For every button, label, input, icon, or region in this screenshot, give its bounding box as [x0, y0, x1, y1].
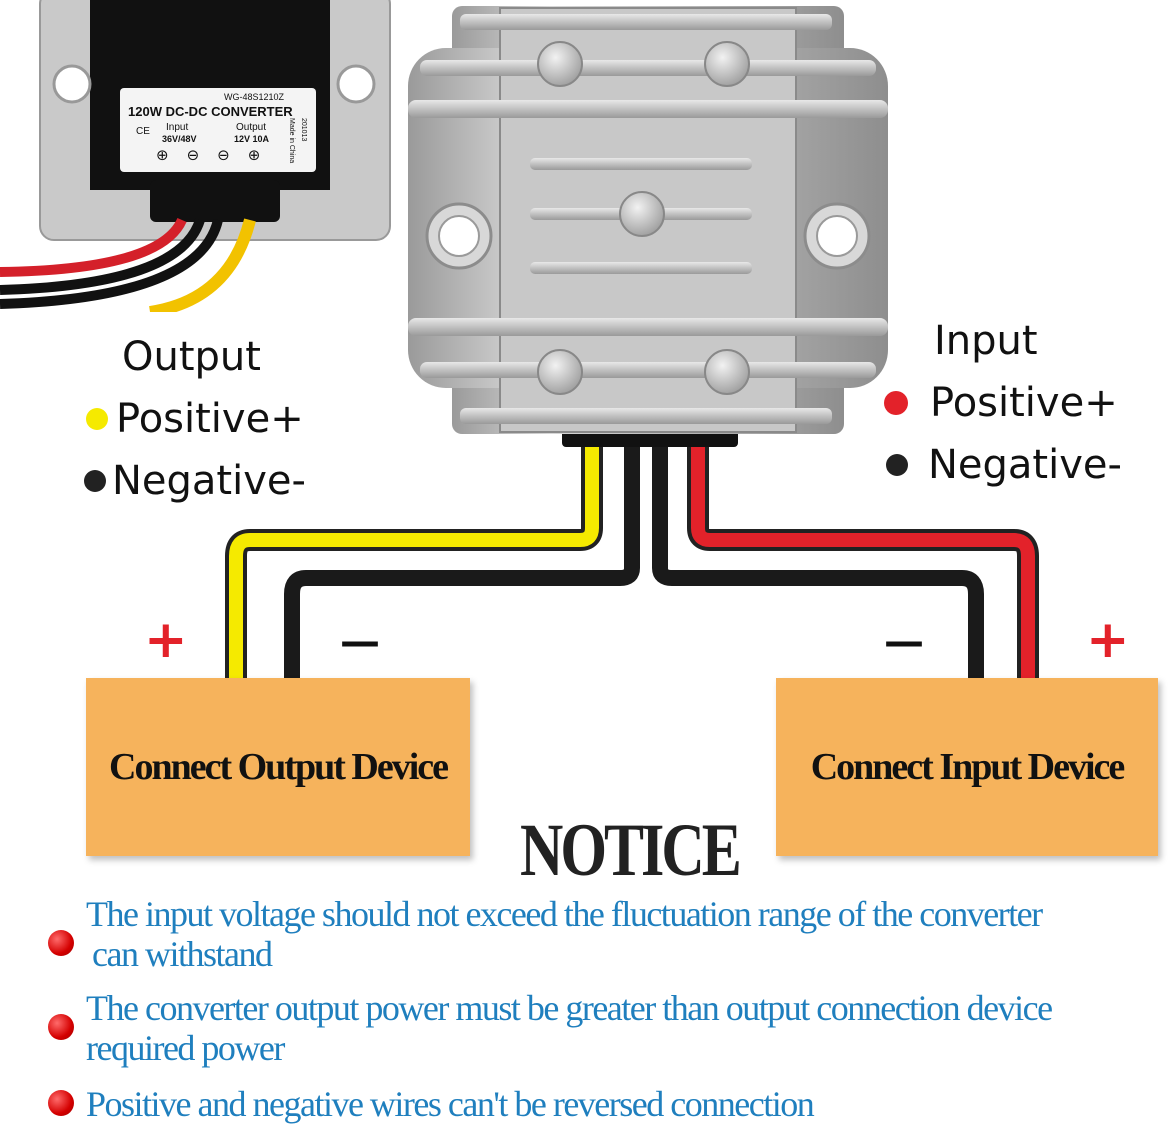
- output-device-label: Connect Output Device: [109, 746, 449, 788]
- output-legend-title: Output: [122, 334, 261, 380]
- notice-item-2-line-2: required power: [86, 1028, 285, 1068]
- output-device-box: Connect Output Device: [86, 678, 470, 856]
- red-dot-icon: [884, 391, 908, 415]
- output-positive-label: Positive+: [116, 396, 304, 442]
- input-device-box: Connect Input Device: [776, 678, 1158, 856]
- wire-output-positive: [225, 440, 603, 680]
- wire-input-positive: [687, 440, 1039, 680]
- wire-output-negative: [284, 440, 640, 680]
- red-bullet-icon: [48, 1090, 74, 1116]
- notice-item-1: The input voltage should not exceed the …: [48, 894, 1168, 974]
- input-legend-title: Input: [934, 318, 1038, 364]
- black-dot-icon: [886, 454, 908, 476]
- inset-label-input: Input: [166, 122, 189, 133]
- output-legend-positive: Positive+: [86, 396, 304, 442]
- input-legend-positive: Positive+: [884, 380, 1118, 426]
- red-bullet-icon: [48, 1014, 74, 1040]
- inset-product-photo: WG-48S1210Z 120W DC-DC CONVERTER CE Inpu…: [0, 0, 392, 312]
- inset-label-input-voltage: 36V/48V: [162, 134, 197, 144]
- input-plus-sign: +: [1086, 610, 1130, 670]
- input-negative-label: Negative-: [928, 442, 1122, 488]
- output-plus-sign: +: [144, 610, 188, 670]
- inset-terminal-symbols: ⊕⊖⊖⊕: [156, 146, 279, 164]
- notice-item-2: The converter output power must be great…: [48, 988, 1172, 1068]
- black-dot-icon: [84, 470, 106, 492]
- output-minus-sign: —: [340, 619, 380, 665]
- red-bullet-icon: [48, 930, 74, 956]
- wire-input-negative: [652, 440, 984, 680]
- notice-item-2-line-1: The converter output power must be great…: [86, 988, 1053, 1028]
- inset-label-model: WG-48S1210Z: [224, 92, 285, 102]
- inset-label-output-rating: 12V 10A: [234, 134, 270, 144]
- notice-item-1-line-1: The input voltage should not exceed the …: [86, 894, 1043, 934]
- inset-label-title: 120W DC-DC CONVERTER: [128, 104, 293, 119]
- output-legend-negative: Negative-: [84, 458, 306, 504]
- input-device-label: Connect Input Device: [810, 746, 1126, 788]
- yellow-dot-icon: [86, 408, 108, 430]
- input-positive-label: Positive+: [930, 380, 1118, 426]
- inset-label-made-in: Made in China: [288, 118, 295, 164]
- output-negative-label: Negative-: [112, 458, 306, 504]
- input-minus-sign: —: [884, 619, 924, 665]
- inset-label-output: Output: [236, 122, 267, 133]
- notice-item-3: Positive and negative wires can't be rev…: [48, 1084, 1168, 1124]
- inset-label-ce: CE: [136, 126, 150, 137]
- converter-module: [408, 6, 888, 434]
- notice-title: NOTICE: [520, 808, 742, 892]
- notice-item-1-line-2: can withstand: [92, 934, 273, 974]
- notice-item-3-line-1: Positive and negative wires can't be rev…: [86, 1084, 815, 1124]
- inset-label-code: 201013: [300, 118, 307, 142]
- input-legend-negative: Negative-: [886, 442, 1122, 488]
- inset-converter-illustration: [0, 0, 391, 312]
